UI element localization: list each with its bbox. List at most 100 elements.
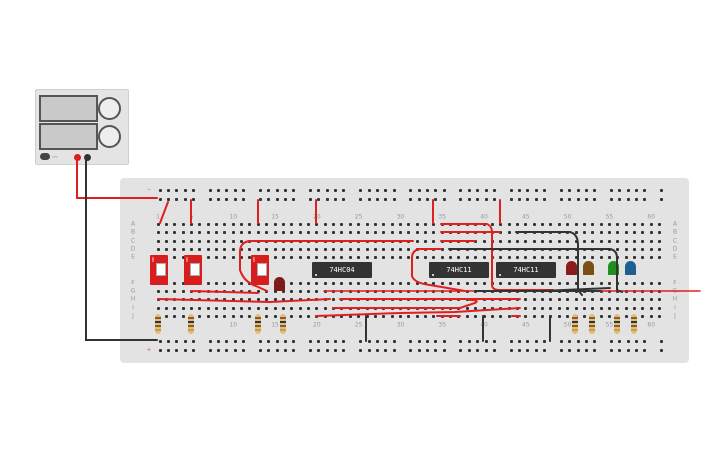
breadboard-hole[interactable] bbox=[641, 230, 645, 234]
breadboard-hole[interactable] bbox=[240, 222, 244, 226]
rail-hole[interactable] bbox=[526, 197, 530, 201]
breadboard-hole[interactable] bbox=[390, 247, 394, 251]
rail-hole[interactable] bbox=[609, 348, 613, 352]
rail-hole[interactable] bbox=[660, 339, 664, 343]
rail-hole[interactable] bbox=[543, 188, 547, 192]
breadboard-hole[interactable] bbox=[499, 255, 503, 259]
breadboard-hole[interactable] bbox=[156, 306, 160, 310]
breadboard-hole[interactable] bbox=[248, 255, 252, 259]
breadboard-hole[interactable] bbox=[348, 222, 352, 226]
breadboard-hole[interactable] bbox=[206, 281, 210, 285]
breadboard-hole[interactable] bbox=[173, 281, 177, 285]
breadboard-hole[interactable] bbox=[641, 314, 645, 318]
breadboard-hole[interactable] bbox=[373, 281, 377, 285]
rail-hole[interactable] bbox=[183, 188, 187, 192]
breadboard-hole[interactable] bbox=[390, 314, 394, 318]
rail-hole[interactable] bbox=[484, 188, 488, 192]
breadboard-hole[interactable] bbox=[365, 281, 369, 285]
rail-hole[interactable] bbox=[334, 197, 338, 201]
breadboard-hole[interactable] bbox=[164, 239, 168, 243]
breadboard-hole[interactable] bbox=[633, 239, 637, 243]
rail-hole[interactable] bbox=[568, 348, 572, 352]
slide-switch-2[interactable]: ON bbox=[184, 255, 202, 285]
breadboard-hole[interactable] bbox=[616, 297, 620, 301]
rail-hole[interactable] bbox=[568, 197, 572, 201]
breadboard-hole[interactable] bbox=[398, 255, 402, 259]
power-button[interactable] bbox=[40, 153, 50, 160]
rail-hole[interactable] bbox=[175, 188, 179, 192]
breadboard-hole[interactable] bbox=[206, 222, 210, 226]
breadboard-hole[interactable] bbox=[215, 255, 219, 259]
breadboard-hole[interactable] bbox=[591, 222, 595, 226]
resistor-2[interactable] bbox=[188, 314, 194, 334]
breadboard-hole[interactable] bbox=[557, 255, 561, 259]
breadboard-hole[interactable] bbox=[281, 306, 285, 310]
breadboard-hole[interactable] bbox=[658, 314, 662, 318]
rail-hole[interactable] bbox=[158, 348, 162, 352]
breadboard-hole[interactable] bbox=[582, 281, 586, 285]
rail-hole[interactable] bbox=[334, 188, 338, 192]
breadboard-hole[interactable] bbox=[348, 230, 352, 234]
breadboard-hole[interactable] bbox=[515, 255, 519, 259]
breadboard-hole[interactable] bbox=[574, 306, 578, 310]
breadboard-hole[interactable] bbox=[449, 281, 453, 285]
breadboard-hole[interactable] bbox=[557, 222, 561, 226]
breadboard-hole[interactable] bbox=[231, 230, 235, 234]
rail-hole[interactable] bbox=[292, 188, 296, 192]
breadboard-hole[interactable] bbox=[298, 255, 302, 259]
breadboard-hole[interactable] bbox=[591, 297, 595, 301]
breadboard-hole[interactable] bbox=[198, 314, 202, 318]
breadboard-hole[interactable] bbox=[633, 306, 637, 310]
breadboard-hole[interactable] bbox=[415, 314, 419, 318]
rail-hole[interactable] bbox=[283, 348, 287, 352]
rail-hole[interactable] bbox=[158, 197, 162, 201]
slide-switch-1[interactable]: ON bbox=[150, 255, 168, 285]
breadboard-hole[interactable] bbox=[198, 239, 202, 243]
rail-hole[interactable] bbox=[626, 339, 630, 343]
rail-hole[interactable] bbox=[484, 339, 488, 343]
rail-hole[interactable] bbox=[283, 197, 287, 201]
breadboard-hole[interactable] bbox=[298, 306, 302, 310]
breadboard-hole[interactable] bbox=[273, 247, 277, 251]
rail-hole[interactable] bbox=[593, 348, 597, 352]
breadboard-hole[interactable] bbox=[306, 255, 310, 259]
breadboard-hole[interactable] bbox=[156, 239, 160, 243]
breadboard-hole[interactable] bbox=[173, 239, 177, 243]
rail-hole[interactable] bbox=[225, 339, 229, 343]
resistor-6[interactable] bbox=[589, 314, 595, 334]
rail-hole[interactable] bbox=[609, 339, 613, 343]
breadboard-hole[interactable] bbox=[641, 239, 645, 243]
rail-hole[interactable] bbox=[258, 339, 262, 343]
breadboard-hole[interactable] bbox=[256, 297, 260, 301]
breadboard-hole[interactable] bbox=[306, 281, 310, 285]
rail-hole[interactable] bbox=[609, 188, 613, 192]
rail-hole[interactable] bbox=[233, 188, 237, 192]
breadboard-hole[interactable] bbox=[465, 306, 469, 310]
breadboard-hole[interactable] bbox=[156, 247, 160, 251]
resistor-1[interactable] bbox=[155, 314, 161, 334]
breadboard-hole[interactable] bbox=[557, 306, 561, 310]
current-knob[interactable] bbox=[98, 125, 121, 148]
breadboard-hole[interactable] bbox=[340, 230, 344, 234]
rail-hole[interactable] bbox=[292, 348, 296, 352]
rail-hole[interactable] bbox=[175, 339, 179, 343]
breadboard-hole[interactable] bbox=[599, 230, 603, 234]
breadboard-hole[interactable] bbox=[499, 314, 503, 318]
rail-hole[interactable] bbox=[635, 339, 639, 343]
breadboard-hole[interactable] bbox=[315, 247, 319, 251]
breadboard-hole[interactable] bbox=[616, 230, 620, 234]
breadboard-hole[interactable] bbox=[206, 247, 210, 251]
rail-hole[interactable] bbox=[517, 348, 521, 352]
breadboard-hole[interactable] bbox=[357, 222, 361, 226]
led-red-2[interactable] bbox=[566, 261, 577, 275]
rail-hole[interactable] bbox=[643, 188, 647, 192]
breadboard-hole[interactable] bbox=[373, 222, 377, 226]
breadboard-hole[interactable] bbox=[156, 222, 160, 226]
breadboard-hole[interactable] bbox=[499, 281, 503, 285]
rail-hole[interactable] bbox=[492, 339, 496, 343]
breadboard-hole[interactable] bbox=[223, 255, 227, 259]
breadboard-hole[interactable] bbox=[273, 230, 277, 234]
breadboard-hole[interactable] bbox=[215, 297, 219, 301]
breadboard-hole[interactable] bbox=[256, 222, 260, 226]
breadboard-hole[interactable] bbox=[524, 222, 528, 226]
